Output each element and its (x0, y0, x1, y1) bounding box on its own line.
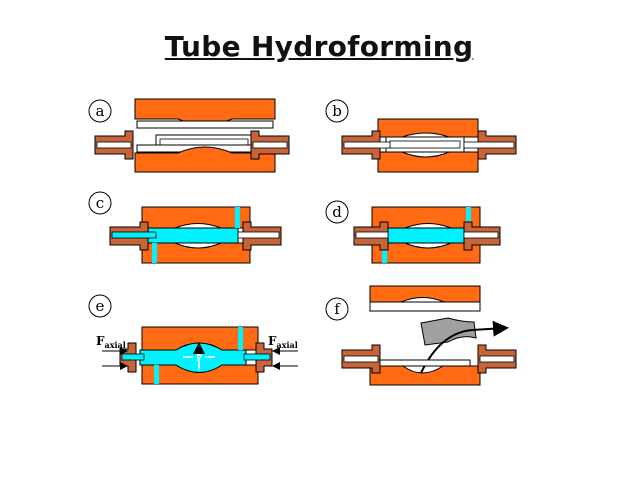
panel-label: a (96, 102, 105, 120)
fluid-filled-tube (387, 227, 465, 244)
panel-label-circle (88, 294, 112, 318)
formed-part (420, 317, 477, 346)
tube-bore (159, 138, 249, 146)
upper-die (141, 206, 251, 229)
right-punch-bore (252, 141, 288, 149)
left-punch-bore (343, 355, 379, 363)
lower-die (371, 242, 481, 264)
panel-label: e (96, 297, 105, 315)
panel-label-circle (325, 200, 349, 224)
pressure-label: P (196, 353, 202, 364)
panel-e: e P Faxial Faxial (88, 294, 298, 385)
fluid-channel-upper (466, 207, 471, 228)
axial-force-right-label: Faxial (268, 334, 298, 350)
lower-die-strip (379, 359, 471, 367)
panel-label-circle (325, 297, 349, 321)
panel-label: d (332, 203, 342, 221)
right-punch-bore (463, 231, 499, 239)
lower-die (141, 242, 251, 264)
upper-die-strip (369, 301, 481, 312)
force-subscript: axial (105, 340, 126, 350)
fluid-channel-upper (238, 327, 243, 350)
fluid-channel-lower (152, 243, 157, 263)
fluid-channel-upper (235, 207, 240, 228)
panel-label: b (332, 102, 342, 120)
right-punch-bore (243, 353, 271, 361)
left-punch-bore (343, 141, 391, 149)
left-punch-bore (111, 231, 157, 239)
pressure-arrows (183, 342, 215, 370)
force-symbol: F (96, 334, 105, 348)
upper-die (377, 118, 479, 138)
panel-label: f (334, 300, 341, 318)
panel-f: f (325, 285, 517, 386)
right-punch-bore (479, 355, 515, 363)
lower-die (134, 146, 276, 173)
left-punch-bore (96, 141, 132, 149)
lower-die (369, 365, 481, 386)
panel-b: b (325, 99, 517, 173)
panel-d: d (325, 200, 501, 264)
panel-a: a (88, 98, 290, 173)
fluid-channel-lower (154, 365, 159, 384)
panel-label: c (96, 194, 104, 212)
left-punch-bore (355, 231, 389, 239)
force-symbol: F (268, 334, 277, 348)
lower-die (377, 151, 479, 173)
panel-label-circle (88, 191, 112, 215)
page-title: Tube Hydroforming (164, 30, 474, 63)
panel-label-circle (88, 99, 112, 123)
force-subscript: axial (277, 340, 298, 350)
tube-top-strip (136, 120, 274, 129)
left-punch-bore (121, 353, 145, 361)
panel-c: c (88, 191, 282, 264)
right-punch-bore (237, 231, 280, 239)
fluid-filled-tube (147, 227, 239, 244)
panel-label-circle (325, 99, 349, 123)
right-punch-bore (463, 141, 515, 149)
tube-bore (389, 140, 461, 149)
axial-force-left-label: Faxial (96, 334, 126, 350)
fluid-channel-lower (382, 243, 387, 263)
upper-die (369, 285, 481, 303)
